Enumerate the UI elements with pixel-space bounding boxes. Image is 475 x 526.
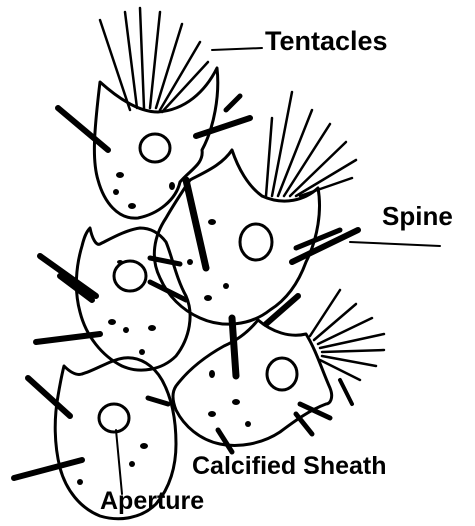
tentacles-leader-line	[212, 48, 262, 50]
zooid-lower-right-dots	[208, 370, 251, 427]
zooid-right-tentacles	[266, 92, 356, 196]
zooid-left	[36, 228, 190, 370]
zooid-top-spines	[58, 96, 250, 150]
zooid-bottom-dots	[77, 443, 148, 485]
zooid-lower-right-aperture	[267, 358, 297, 390]
label-aperture: Aperture	[100, 487, 204, 515]
aperture-leader-line	[116, 430, 122, 494]
zooid-bottom-aperture	[99, 404, 129, 432]
zooid-left-spines	[36, 256, 186, 342]
zooid-lower-right	[173, 290, 384, 452]
zooid-left-aperture	[114, 261, 146, 291]
zooid-top-body	[94, 68, 217, 218]
zooid-top	[58, 8, 250, 218]
spine-leader-line	[350, 242, 440, 246]
zooid-bottom-spines	[14, 378, 168, 478]
zooid-top-aperture	[140, 134, 170, 162]
label-calcified-sheath: Calcified Sheath	[192, 452, 387, 480]
zooid-right-aperture	[240, 224, 272, 260]
label-tentacles: Tentacles	[265, 26, 388, 56]
label-spine: Spine	[382, 201, 453, 231]
zooid-right-dots	[187, 219, 229, 301]
